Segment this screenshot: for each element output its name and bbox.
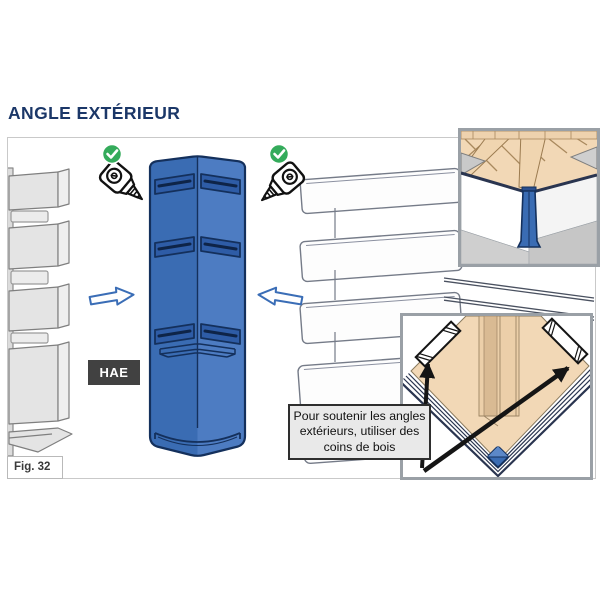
corner-post-plan (487, 446, 509, 468)
figure-number: Fig. 32 (7, 456, 63, 479)
callout-box: Pour soutenir les angles extérieurs, uti… (288, 404, 431, 460)
figure-graphic (8, 143, 595, 465)
fastener-approved-icon-left (98, 143, 144, 201)
install-arrow-left-icon (257, 286, 304, 306)
part-code-badge: HAE (88, 360, 140, 385)
corner-post (148, 155, 247, 457)
corner-3d-graphic (460, 130, 598, 265)
corner-plan-inset (399, 313, 600, 480)
corner-3d-inset (458, 128, 600, 267)
wood-shim-left (414, 320, 462, 368)
siding-edge-lines (443, 277, 595, 321)
left-siding-panels (8, 167, 73, 457)
check-icon (268, 143, 290, 165)
corner-post-installed (516, 186, 542, 248)
fastener-approved-icon-right (260, 143, 306, 202)
check-icon (101, 143, 123, 165)
corner-framing (478, 315, 520, 427)
page-title: ANGLE EXTÉRIEUR (8, 103, 181, 123)
install-arrow-right-icon (88, 286, 135, 306)
wood-shim-right (541, 317, 589, 365)
corner-plan-graphic (399, 315, 600, 478)
